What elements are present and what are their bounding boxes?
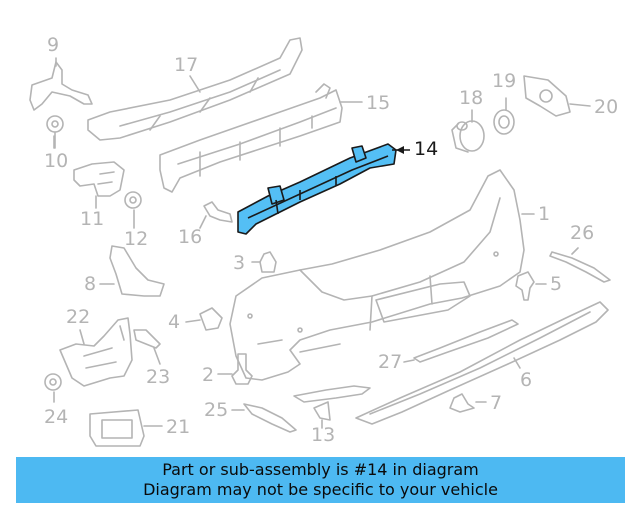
callout-3: 3: [233, 252, 246, 274]
part-2-bolt: [231, 353, 253, 385]
part-22-bracket: [59, 317, 133, 387]
callout-15: 15: [366, 92, 391, 114]
callout-13: 13: [311, 424, 336, 446]
callout-1: 1: [538, 203, 551, 225]
callout-20: 20: [594, 96, 619, 118]
part-23-bolt: [133, 329, 161, 349]
part-13-reflector: [293, 385, 371, 403]
callout-5: 5: [550, 273, 563, 295]
callout-2: 2: [202, 364, 215, 386]
part-9-bracket: [29, 61, 93, 111]
callout-9: 9: [47, 34, 60, 56]
callout-19: 19: [492, 70, 517, 92]
part-27-reflector: [413, 319, 519, 363]
callout-10: 10: [44, 150, 69, 172]
callout-25: 25: [204, 399, 229, 421]
callout-12: 12: [124, 228, 149, 250]
callout-17: 17: [174, 54, 199, 76]
part-8-bracket: [109, 245, 165, 297]
part-16-bolt: [203, 201, 233, 223]
callout-23: 23: [146, 366, 171, 388]
part-14-highlighted: [237, 143, 397, 235]
part-18-sensor: [459, 120, 485, 152]
callout-14: 14: [414, 138, 439, 160]
part-25-reflector: [243, 403, 297, 433]
part-19-ring: [493, 109, 515, 135]
part-1-bumper-cover: [229, 169, 525, 381]
part-26-strip: [549, 251, 611, 283]
part-5-sensor: [515, 271, 535, 301]
part-15-reinforcement: [159, 89, 343, 193]
part-11-bracket: [73, 161, 125, 197]
banner-line-2: Diagram may not be specific to your vehi…: [143, 480, 498, 499]
callout-6: 6: [520, 369, 533, 391]
part-21-bracket: [89, 409, 145, 447]
part-7-clip: [449, 393, 475, 413]
callout-11: 11: [80, 208, 105, 230]
part-17-upper-beam: [87, 37, 303, 141]
callout-24: 24: [44, 406, 69, 428]
info-banner: Part or sub-assembly is #14 in diagram D…: [16, 457, 625, 503]
parts-diagram: [29, 37, 611, 447]
callout-18: 18: [459, 87, 484, 109]
callout-8: 8: [84, 273, 97, 295]
callout-21: 21: [166, 416, 191, 438]
banner-line-1: Part or sub-assembly is #14 in diagram: [162, 460, 479, 479]
part-20-bracket: [523, 75, 571, 117]
callout-27: 27: [378, 351, 403, 373]
part-4-clip: [199, 307, 223, 331]
callout-26: 26: [570, 222, 595, 244]
part-24-nut: [44, 373, 62, 391]
part-3-clip: [259, 251, 277, 273]
callout-16: 16: [178, 226, 203, 248]
callout-7: 7: [490, 392, 503, 414]
callout-4: 4: [168, 311, 181, 333]
part-12-nut: [124, 191, 142, 209]
part-6-diffuser: [355, 301, 609, 425]
callout-22: 22: [66, 306, 91, 328]
part-10-nut: [46, 115, 64, 133]
